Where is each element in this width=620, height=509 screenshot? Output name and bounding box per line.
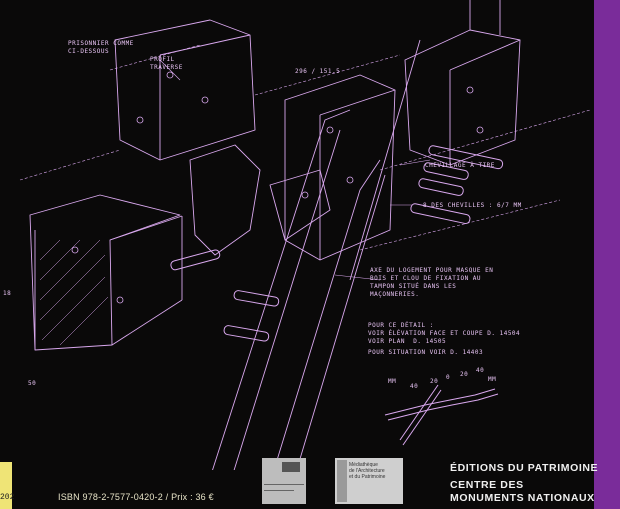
right-assembly bbox=[404, 29, 521, 166]
rail-line bbox=[273, 159, 381, 470]
timber-block bbox=[29, 194, 181, 351]
note-situation: POUR SITUATION VOIR D. 14403 bbox=[368, 349, 484, 356]
mediatheque-logo: Médiathèque de l'Architecture et du Patr… bbox=[335, 458, 403, 504]
publisher-block: ÉDITIONS DU PATRIMOINE CENTRE DES MONUME… bbox=[450, 462, 598, 505]
scale-unit-left: MM bbox=[388, 378, 397, 385]
scale-tick: 20 bbox=[460, 371, 469, 378]
note-detail: POUR CE DÉTAIL : VOIR ÉLÉVATION FACE ET … bbox=[368, 322, 521, 345]
purple-spine-band bbox=[594, 0, 620, 509]
publisher-line-3: MONUMENTS NATIONAUX bbox=[450, 492, 595, 504]
joint-piece bbox=[269, 169, 331, 241]
scale-tick: 40 bbox=[410, 383, 419, 390]
emblem-icon bbox=[282, 462, 300, 472]
scale-bar bbox=[384, 384, 499, 446]
ministry-logo bbox=[262, 458, 306, 504]
note-prisonnier: PRISONNIER COMME CI-DESSOUS bbox=[68, 40, 134, 55]
dimension-label: 18 bbox=[3, 290, 12, 297]
note-chevillage: CHEVILLAGE À TIRE bbox=[425, 162, 495, 169]
dimension-label: 296 / 151.5 bbox=[295, 68, 341, 75]
note-chevilles: 8 DES CHEVILLES : 6/7 MM bbox=[423, 202, 522, 209]
panel-upper bbox=[114, 19, 256, 161]
scale-tick: 40 bbox=[476, 367, 485, 374]
note-profil: PROFIL TRAVERSE bbox=[150, 56, 183, 71]
scale-tick: 0 bbox=[446, 374, 451, 381]
dimension-label: 50 bbox=[28, 380, 37, 387]
mediatheque-text: Médiathèque de l'Architecture et du Patr… bbox=[349, 462, 386, 480]
note-axe: AXE DU LOGEMENT POUR MASQUE EN BOIS ET C… bbox=[370, 267, 494, 298]
scale-unit-right: MM bbox=[488, 376, 497, 383]
isbn-price: ISBN 978-2-7577-0420-2 / Prix : 36 € bbox=[58, 492, 214, 502]
rail-line bbox=[349, 39, 421, 281]
scale-tick: 20 bbox=[430, 378, 439, 385]
publisher-line-2: CENTRE DES bbox=[450, 479, 524, 491]
central-post bbox=[284, 74, 396, 261]
joint-piece bbox=[189, 144, 261, 256]
publisher-name: ÉDITIONS DU PATRIMOINE bbox=[450, 462, 599, 474]
technical-drawing bbox=[19, 0, 591, 470]
barcode-tab bbox=[0, 462, 12, 509]
logo-mark-icon bbox=[337, 460, 347, 502]
rail-line bbox=[212, 109, 351, 470]
rail-line bbox=[296, 174, 386, 470]
barcode-digits: 202 bbox=[0, 493, 15, 502]
